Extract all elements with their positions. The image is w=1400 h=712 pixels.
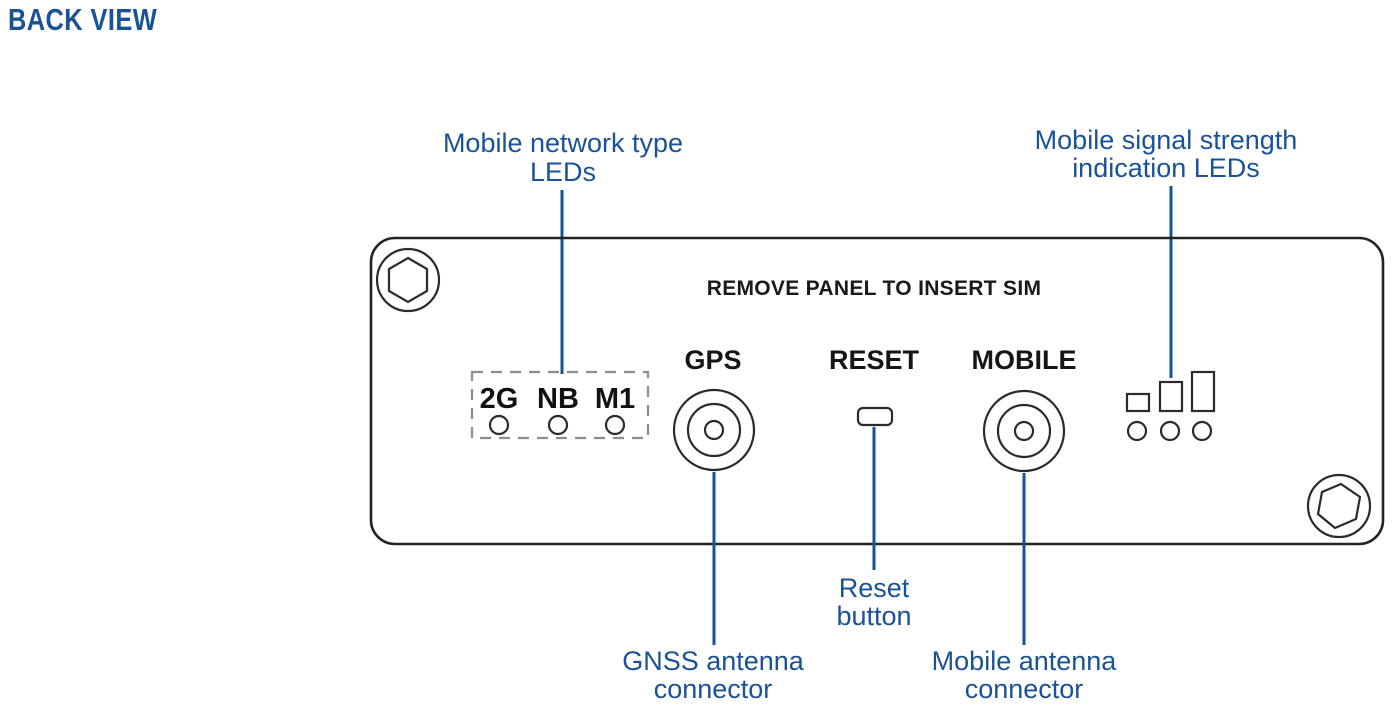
callout-reset-button: Reset button (836, 573, 911, 631)
callout-reset-line2: button (836, 601, 911, 631)
network-type-leds-dashed-outline (470, 370, 650, 440)
reset-pinhole-slot (856, 406, 894, 427)
gps-connector-outer-ring (672, 388, 756, 472)
callout-gnss-line1: GNSS antenna (622, 646, 805, 676)
led-label-2g: 2G (480, 383, 519, 415)
callout-network-type-leds: Mobile network type LEDs (443, 128, 683, 374)
signal-led-3 (1191, 420, 1213, 442)
callout-mobile-antenna-connector: Mobile antenna connector (932, 646, 1118, 704)
gps-port-label: GPS (684, 345, 741, 375)
gps-antenna-connector[interactable]: GPS (672, 345, 756, 472)
device-panel-body (369, 236, 1385, 546)
callout-mobile-line1: Mobile antenna (932, 646, 1118, 676)
callout-network-type-line1: Mobile network type (443, 128, 683, 158)
signal-led-1 (1126, 420, 1148, 442)
reset-button[interactable]: RESET (829, 345, 920, 427)
signal-bar-1 (1125, 392, 1151, 413)
callout-gnss-line2: connector (654, 674, 773, 704)
signal-led-2 (1159, 420, 1181, 442)
gps-connector-middle-ring (686, 402, 742, 458)
mobile-connector-center-pin (1013, 420, 1035, 442)
signal-bar-2 (1158, 380, 1184, 413)
signal-strength-indicator-group (1125, 370, 1216, 442)
led-indicator-m1 (604, 414, 626, 436)
page-title: BACK VIEW (8, 2, 158, 37)
mobile-antenna-connector[interactable]: MOBILE (972, 345, 1077, 473)
panel-instruction-label: REMOVE PANEL TO INSERT SIM (707, 277, 1042, 300)
reset-port-label: RESET (829, 345, 920, 375)
network-type-leds-group: 2G NB M1 (470, 370, 650, 440)
mobile-port-label: MOBILE (972, 345, 1077, 375)
gps-connector-center-pin (703, 419, 725, 441)
led-indicator-2g (488, 414, 510, 436)
screw-bottom-right (1306, 473, 1372, 539)
callout-signal-strength-line2: indication LEDs (1072, 153, 1260, 183)
mobile-connector-outer-ring (982, 389, 1066, 473)
callout-network-type-line2: LEDs (530, 157, 596, 187)
callout-signal-strength-leds: Mobile signal strength indication LEDs (1035, 125, 1298, 378)
callout-gnss-antenna-connector: GNSS antenna connector (622, 646, 805, 704)
mobile-connector-middle-ring (996, 403, 1052, 459)
signal-bar-3 (1190, 370, 1216, 413)
screw-top-left (375, 247, 441, 313)
callout-reset-line1: Reset (839, 573, 910, 603)
led-label-nb: NB (537, 383, 579, 415)
led-label-m1: M1 (595, 383, 635, 415)
callout-signal-strength-line1: Mobile signal strength (1035, 125, 1298, 155)
callout-mobile-line2: connector (965, 674, 1084, 704)
led-indicator-nb (547, 414, 569, 436)
